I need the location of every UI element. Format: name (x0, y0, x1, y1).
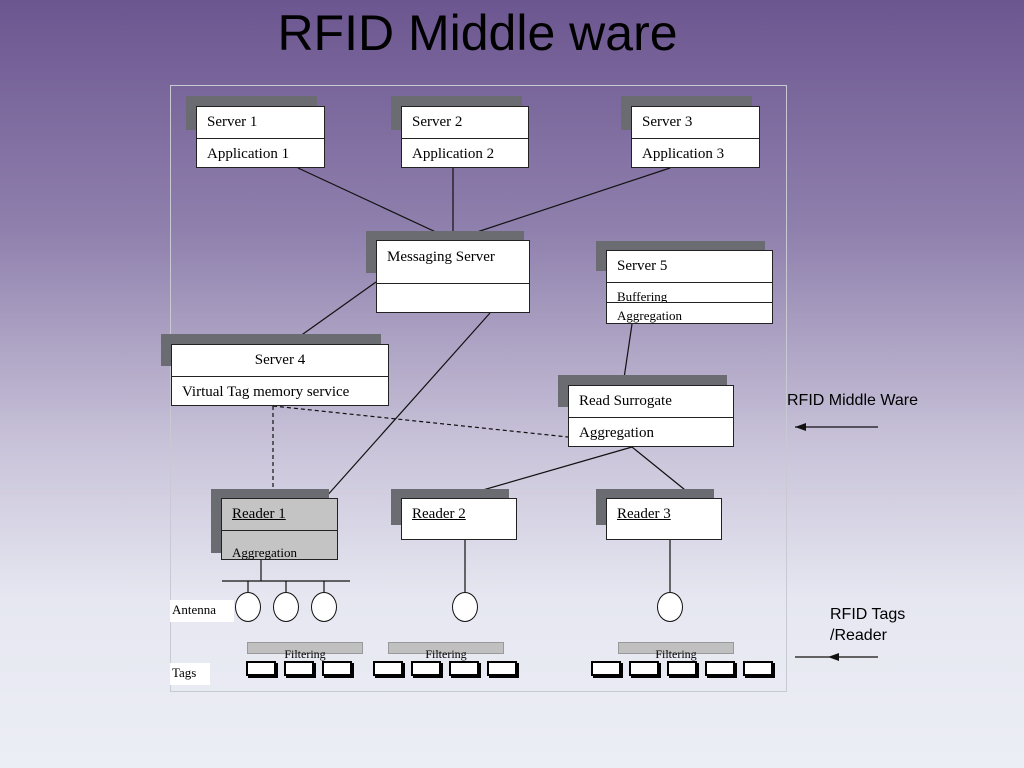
server4-box: Server 4 Virtual Tag memory service (171, 344, 389, 406)
server1-application: Application 1 (197, 138, 324, 169)
server4-name: Server 4 (254, 352, 306, 368)
server3-name: Server 3 (642, 114, 693, 130)
antenna-1-3 (311, 592, 337, 622)
tags-reader-line-1: RFID Tags (830, 606, 906, 623)
filter-bar-1: Filtering (247, 642, 363, 661)
tags-reader-line-2: /Reader (830, 627, 887, 644)
filter-bar-2: Filtering (388, 642, 504, 661)
tags-arrow-head (828, 653, 839, 661)
reader2-name: Reader 2 (412, 506, 466, 522)
antenna-3 (657, 592, 683, 622)
read-surrogate-name: Read Surrogate (579, 393, 672, 409)
tag-2-3 (449, 661, 479, 676)
link-server3-messaging (452, 167, 671, 241)
antenna-1-1 (235, 592, 261, 622)
antenna-1-2 (273, 592, 299, 622)
slide-title: RFID Middle ware (277, 5, 678, 61)
tag-3-5 (743, 661, 773, 676)
server1-name: Server 1 (207, 114, 258, 130)
messaging-server-name: Messaging Server (387, 249, 495, 265)
server5-name: Server 5 (617, 258, 668, 274)
tag-3-4 (705, 661, 735, 676)
reader1-aggregation: Aggregation (222, 530, 337, 561)
antenna-2 (452, 592, 478, 622)
antenna-label: Antenna (170, 600, 234, 622)
server2-box: Server 2 Application 2 (401, 106, 529, 168)
link-server1-messaging (297, 167, 454, 241)
diagram-frame (170, 85, 787, 692)
reader2-box: Reader 2 (401, 498, 517, 540)
link-messaging-server4 (288, 281, 377, 345)
messaging-server-box: Messaging Server (376, 240, 530, 313)
reader1-name: Reader 1 (232, 506, 286, 522)
server2-name: Server 2 (412, 114, 463, 130)
dashed-server4-surrogate (272, 405, 569, 438)
server4-service: Virtual Tag memory service (172, 376, 388, 407)
tag-1-1 (246, 661, 276, 676)
tag-1-2 (284, 661, 314, 676)
reader3-box: Reader 3 (606, 498, 722, 540)
read-surrogate-box: Read Surrogate Aggregation (568, 385, 734, 447)
tag-2-4 (487, 661, 517, 676)
middleware-arrow-head (795, 423, 806, 431)
tag-2-2 (411, 661, 441, 676)
read-surrogate-aggregation: Aggregation (569, 417, 733, 448)
tag-3-2 (629, 661, 659, 676)
link-server5-surrogate (622, 323, 633, 386)
tag-3-3 (667, 661, 697, 676)
tag-2-1 (373, 661, 403, 676)
link-messaging-reader1 (324, 312, 491, 499)
server2-application: Application 2 (402, 138, 528, 169)
server3-application: Application 3 (632, 138, 759, 169)
reader1-box: Reader 1 Aggregation (221, 498, 338, 560)
tag-3-1 (591, 661, 621, 676)
tag-1-3 (322, 661, 352, 676)
messaging-server-empty-row (377, 283, 529, 313)
server1-box: Server 1 Application 1 (196, 106, 325, 168)
tags-label: Tags (170, 663, 210, 685)
middleware-side-label: RFID Middle Ware (787, 392, 918, 409)
server5-buffering: Buffering (607, 282, 772, 302)
server5-aggregation: Aggregation (607, 302, 772, 323)
tags-reader-side-label: RFID Tags /Reader (830, 604, 905, 646)
server5-box: Server 5 Buffering Aggregation (606, 250, 773, 324)
reader3-name: Reader 3 (617, 506, 671, 522)
filter-bar-3: Filtering (618, 642, 734, 661)
server3-box: Server 3 Application 3 (631, 106, 760, 168)
